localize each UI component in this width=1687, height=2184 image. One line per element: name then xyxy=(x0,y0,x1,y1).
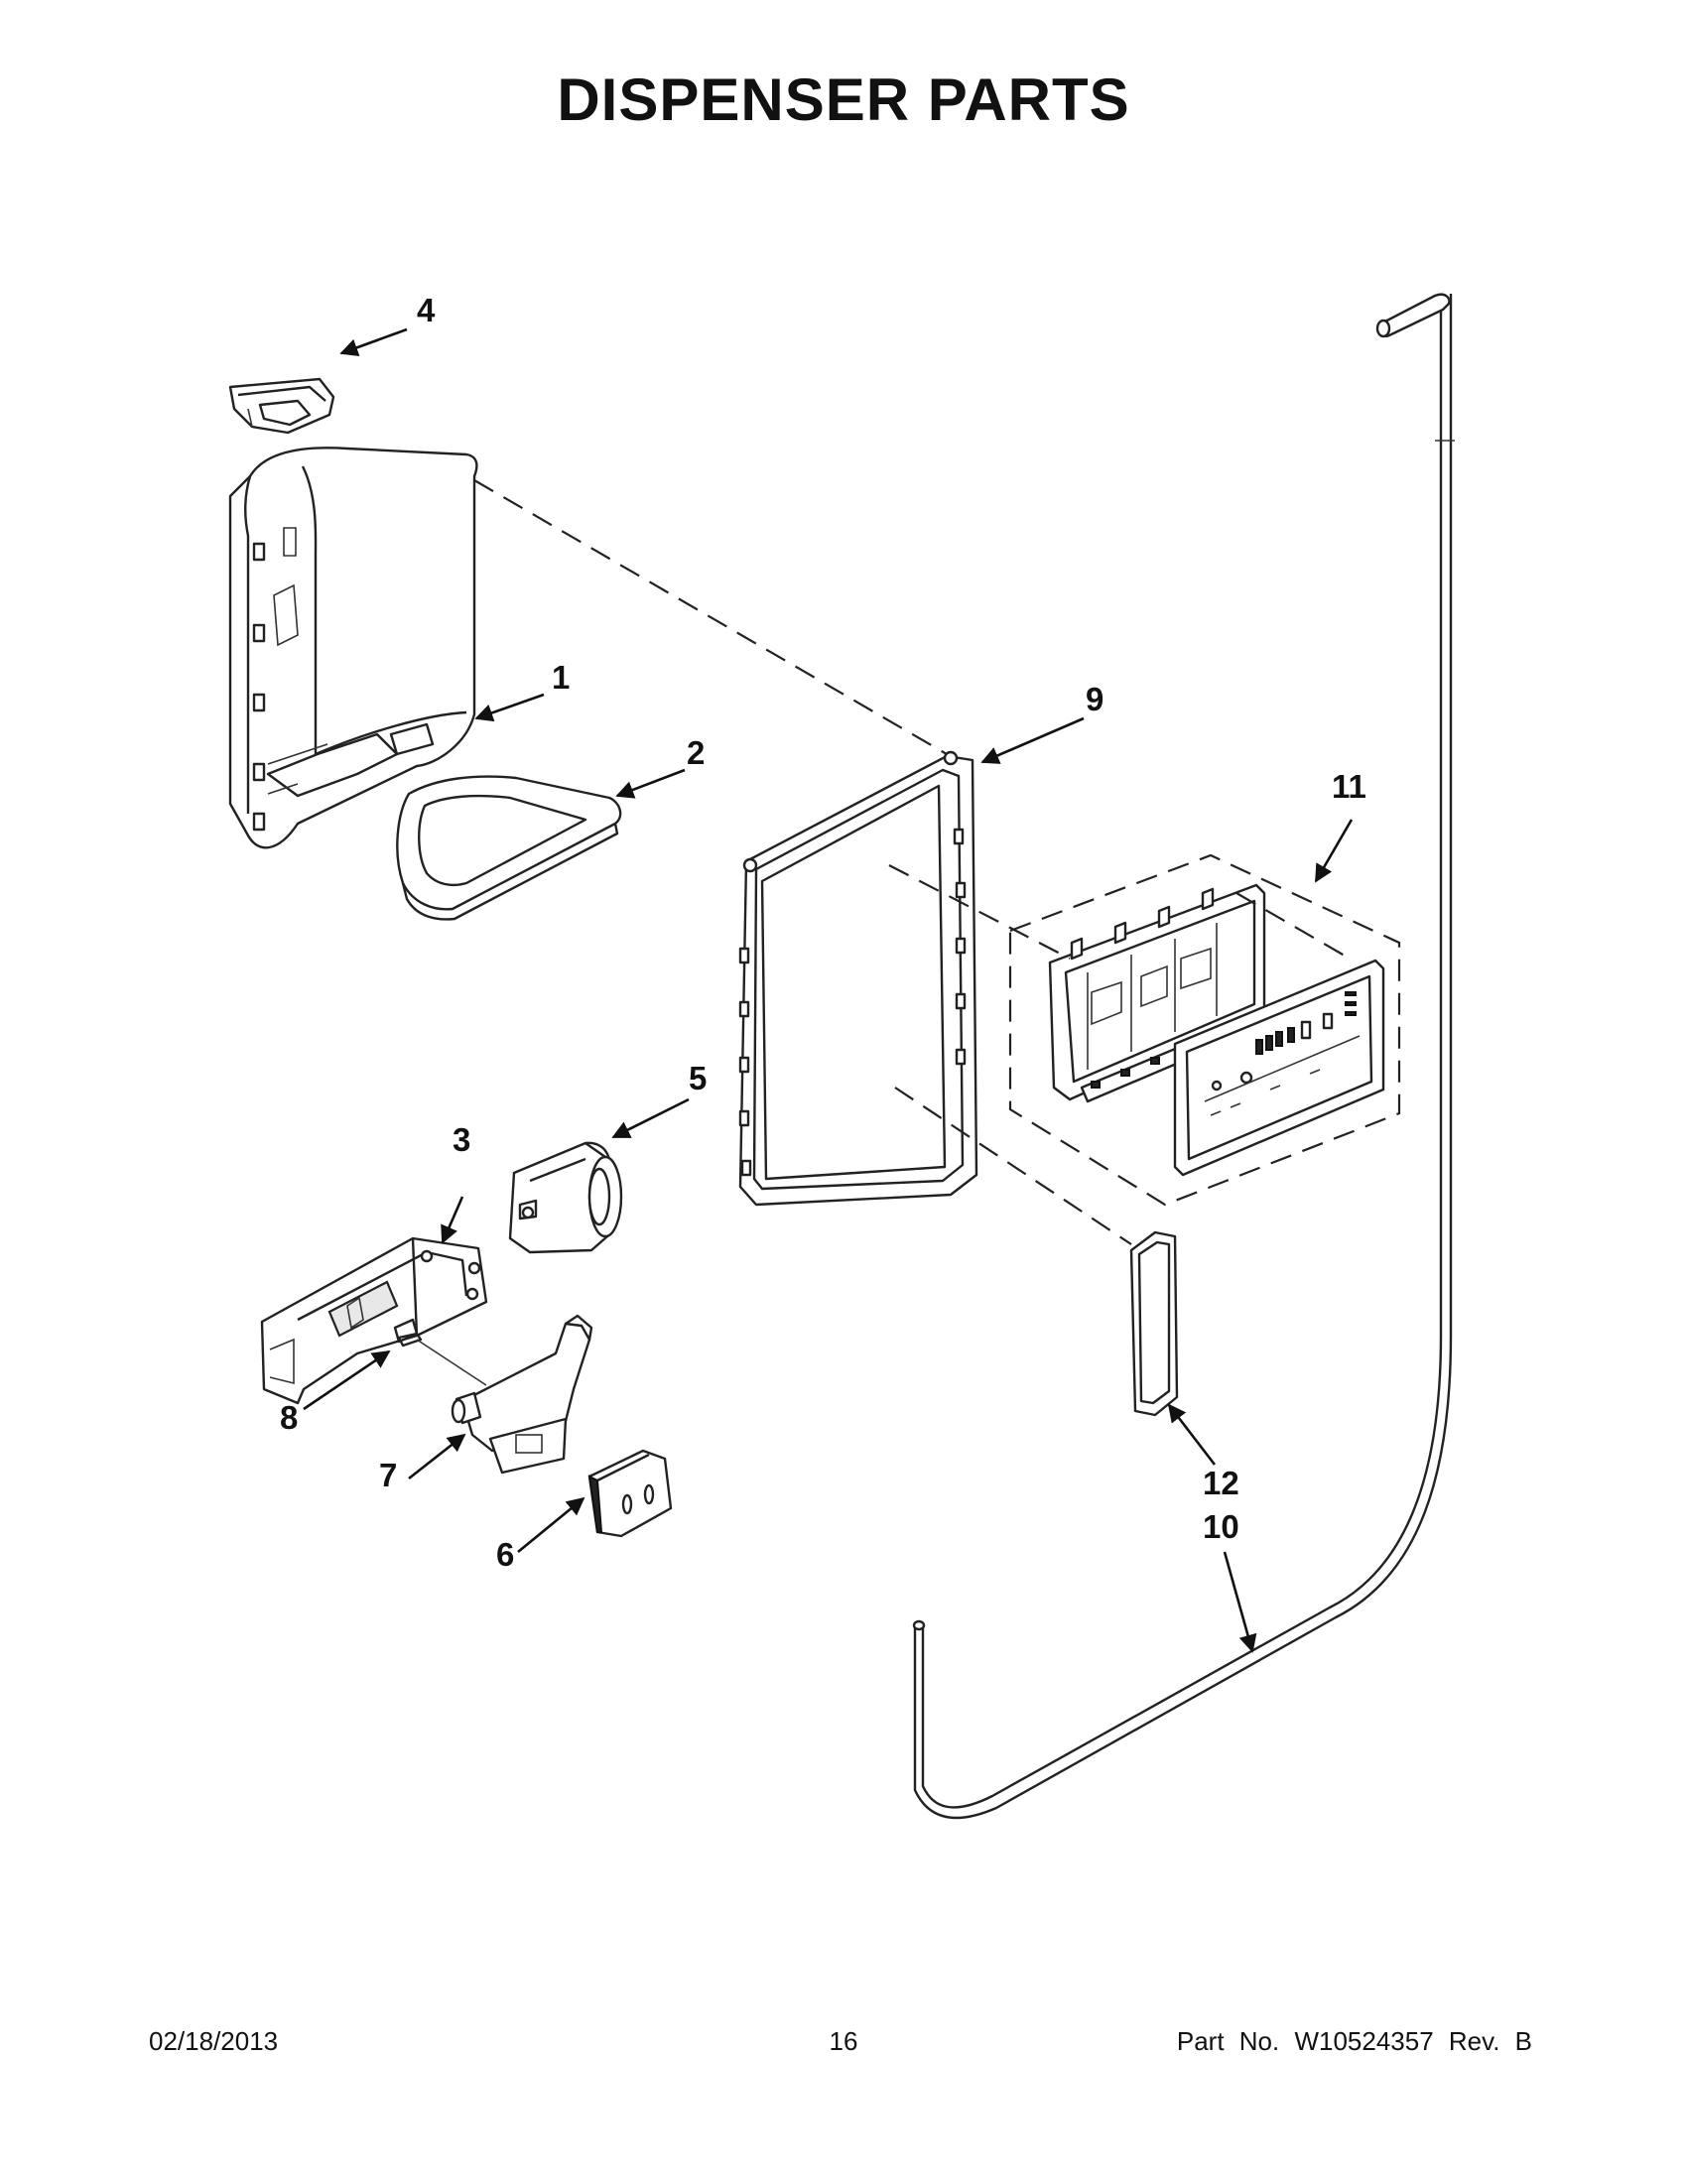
callout-8: 8 xyxy=(280,1399,298,1436)
callout-4: 4 xyxy=(417,292,436,328)
callout-3: 3 xyxy=(453,1121,470,1158)
footer-date: 02/18/2013 xyxy=(149,2026,279,2056)
part-7-drawing[interactable] xyxy=(451,1314,593,1475)
part-4-drawing[interactable] xyxy=(228,377,335,435)
part-2-drawing[interactable] xyxy=(396,775,622,921)
callout-9: 9 xyxy=(1086,681,1103,717)
part-6-drawing[interactable] xyxy=(587,1449,673,1538)
part-11-drawing[interactable] xyxy=(1008,853,1401,1207)
part-10-drawing[interactable] xyxy=(912,293,1455,1820)
part-3-drawing[interactable] xyxy=(260,1236,488,1405)
callout-7: 7 xyxy=(379,1457,397,1493)
footer-page-number: 16 xyxy=(829,2026,858,2056)
callout-11: 11 xyxy=(1332,768,1366,805)
callout-5: 5 xyxy=(689,1060,707,1096)
callout-2: 2 xyxy=(687,734,705,771)
alignment-lines xyxy=(416,479,1351,1386)
callout-10: 10 xyxy=(1203,1508,1239,1545)
callout-arrows xyxy=(303,327,1354,1653)
page-title: DISPENSER PARTS xyxy=(557,66,1130,133)
part-9-drawing[interactable] xyxy=(738,750,978,1207)
callout-6: 6 xyxy=(496,1536,514,1573)
callout-1: 1 xyxy=(552,659,570,696)
callout-12: 12 xyxy=(1203,1465,1239,1501)
callout-labels: 4 1 2 9 11 5 3 8 7 6 12 10 xyxy=(280,292,1366,1573)
part-12-drawing[interactable] xyxy=(1129,1230,1179,1417)
part-8-drawing[interactable] xyxy=(393,1318,423,1348)
part-1-drawing[interactable] xyxy=(228,447,478,849)
footer-part-number: Part No. W10524357 Rev. B xyxy=(1176,2026,1532,2056)
part-5-drawing[interactable] xyxy=(508,1141,623,1254)
